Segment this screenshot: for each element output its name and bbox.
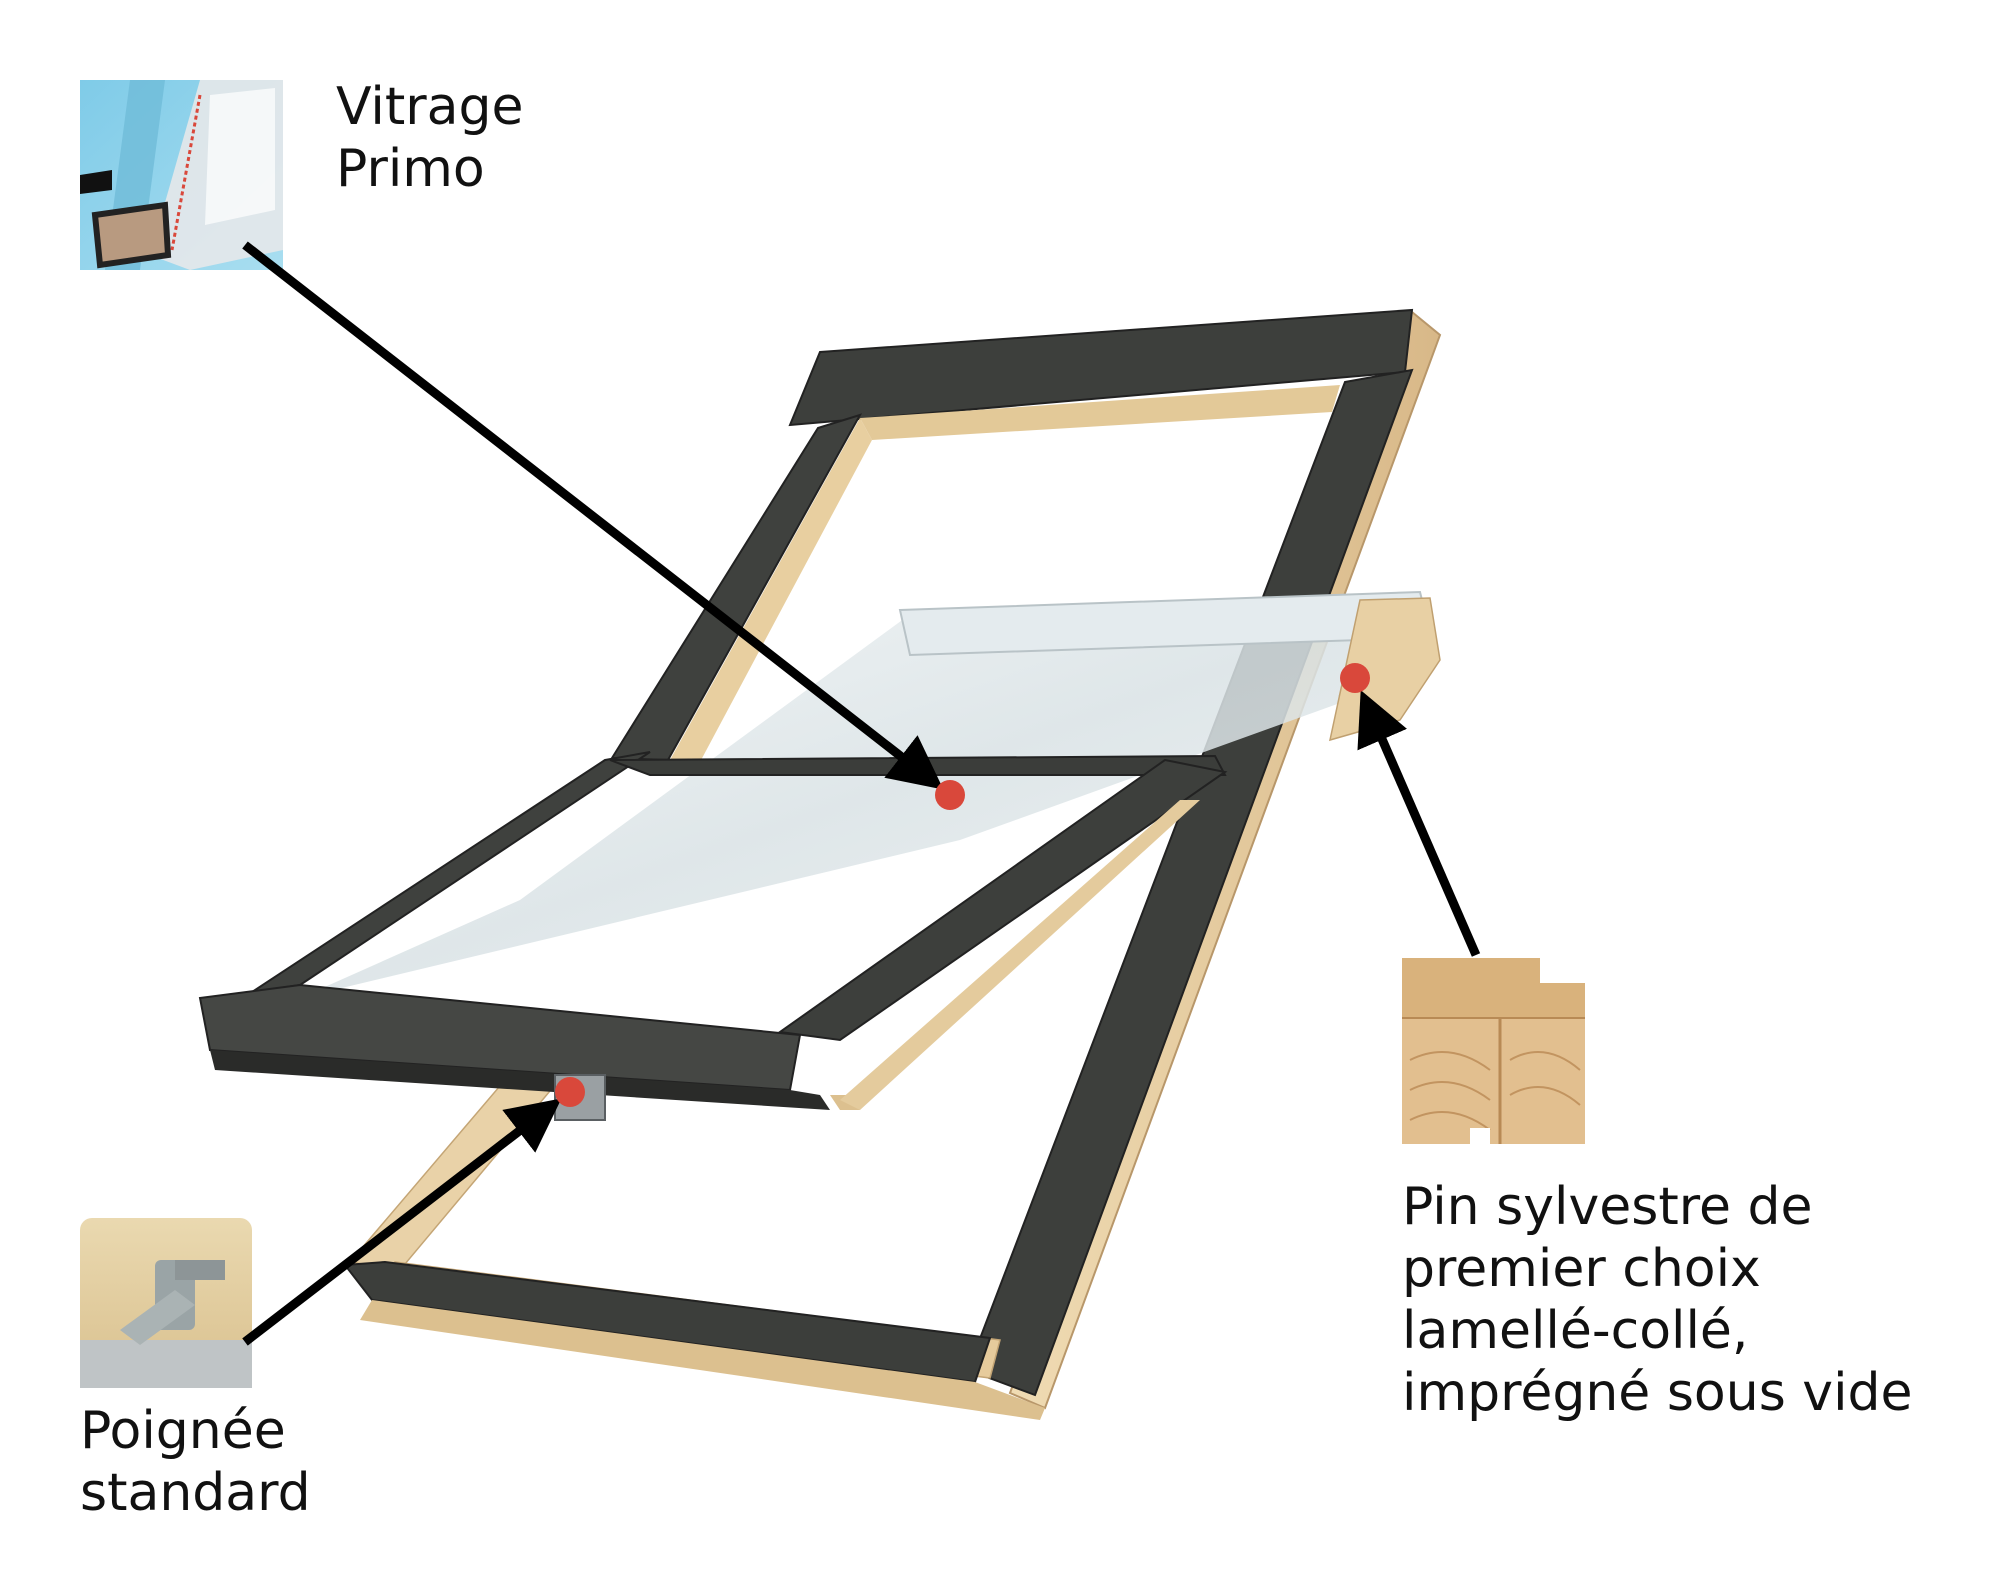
label-poignee-line2: standard (80, 1463, 311, 1523)
sash-glass-pane (300, 600, 1420, 998)
label-pin-line3: lamellé-collé, (1402, 1301, 1749, 1361)
roof-window (198, 308, 1442, 1420)
label-pin-line2: premier choix (1402, 1239, 1761, 1299)
sash-front-frame-bottom (198, 983, 802, 1092)
arrow-poignee (242, 1098, 562, 1346)
label-vitrage-primo: Vitrage Primo (336, 76, 524, 200)
marker-poignee (555, 1077, 585, 1107)
handle-thumbnail (80, 1218, 252, 1388)
outer-frame-bottom-cladding (343, 1260, 992, 1384)
arrow-vitrage (242, 241, 944, 790)
sash-right-wood (840, 800, 1200, 1110)
marker-vitrage (935, 780, 965, 810)
label-pin-line1: Pin sylvestre de (1402, 1177, 1813, 1237)
label-pin-line4: imprégné sous vide (1402, 1363, 1913, 1423)
outer-frame-wood-lining-top (860, 385, 1340, 440)
label-poignee-standard: Poignée standard (80, 1400, 311, 1524)
label-pin-sylvestre: Pin sylvestre de premier choix lamellé-c… (1402, 1176, 1913, 1424)
outer-frame-bottom-wood-edge (360, 1300, 1045, 1420)
sash-front-frame-right (777, 758, 1228, 1042)
pine-wood-thumbnail (1402, 958, 1585, 1144)
glazing-section-thumbnail (80, 80, 283, 270)
label-poignee-line1: Poignée (80, 1401, 286, 1461)
label-vitrage-line1: Vitrage (336, 77, 524, 137)
sash-front-frame-bottom-face (210, 1050, 830, 1110)
callout-markers (555, 663, 1370, 1107)
marker-pin (1340, 663, 1370, 693)
callout-arrows (242, 241, 1481, 1346)
arrow-pin (1357, 690, 1481, 957)
outer-frame-wood-lining-left (670, 418, 872, 762)
label-vitrage-line2: Primo (336, 139, 485, 199)
